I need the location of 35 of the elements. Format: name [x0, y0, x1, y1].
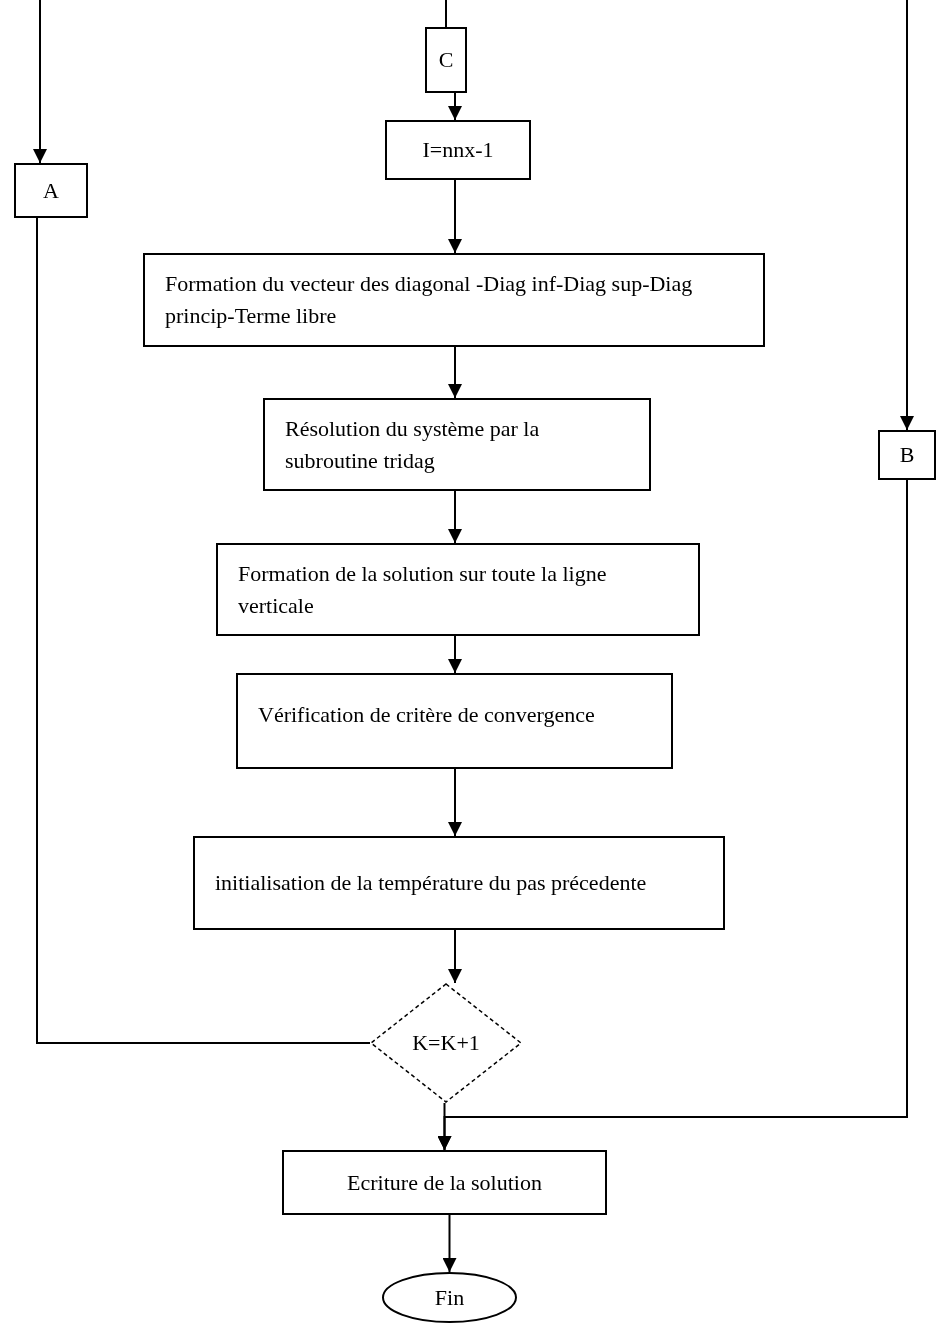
decision-diamond: [370, 983, 522, 1103]
node-text: Fin: [434, 1283, 465, 1312]
arrow: [900, 0, 914, 431]
node-text: B: [899, 441, 915, 470]
terminal-ellipse: [382, 1272, 517, 1323]
process-box: [263, 398, 651, 491]
process-box: [14, 163, 88, 218]
arrow: [448, 179, 462, 254]
arrow: [437, 479, 908, 1151]
node-text: A: [43, 176, 59, 205]
arrow: [448, 92, 462, 121]
arrow: [448, 490, 462, 544]
node-text: C: [438, 46, 454, 75]
process-box: [236, 673, 673, 769]
process-box: [282, 1150, 607, 1215]
node-text: Ecriture de la solution: [347, 1168, 542, 1197]
process-box: [216, 543, 700, 636]
process-box: [425, 27, 467, 93]
arrow: [448, 929, 462, 984]
node-text: initialisation de la température du pas précedente: [215, 869, 647, 898]
node-text: Formation de la solution sur toute la ligne verticale: [238, 559, 608, 620]
arrow: [448, 346, 462, 399]
node-text: K=K+1: [412, 1029, 480, 1058]
arrow: [448, 768, 462, 837]
node-text: Vérification de critère de convergence: [258, 701, 595, 730]
node-text: Résolution du système par la subroutine tridag: [285, 414, 541, 475]
arrow: [448, 635, 462, 674]
process-box: [193, 836, 725, 930]
node-text: I=nnx-1: [422, 136, 494, 165]
arrow: [442, 1214, 457, 1273]
process-box: [143, 253, 765, 347]
process-box: [878, 430, 936, 480]
node-text: Formation du vecteur des diagonal -Diag inf-Diag sup-Diag princip-Terme libre: [165, 270, 694, 330]
arrow: [33, 0, 47, 164]
process-box: [385, 120, 531, 180]
